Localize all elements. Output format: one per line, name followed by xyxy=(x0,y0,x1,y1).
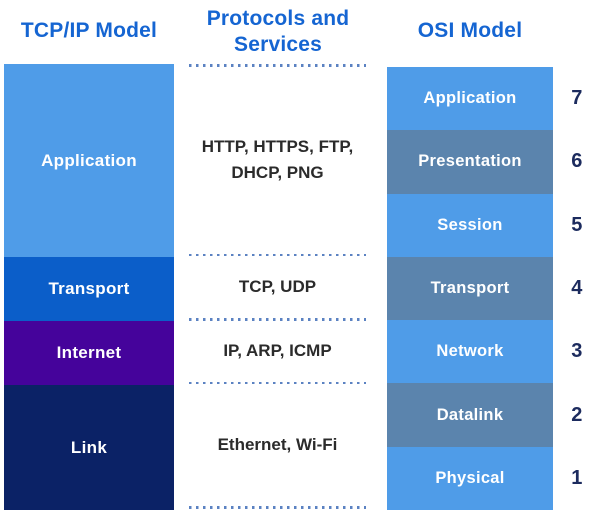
tcpip-layer-transport: Transport xyxy=(4,257,174,321)
tcpip-layer-link: Link xyxy=(4,385,174,510)
protocols-transport-layer: TCP, UDP xyxy=(189,256,366,318)
tcpip-layer-label: Link xyxy=(70,437,108,457)
protocols-text: IP, ARP, ICMP xyxy=(223,341,332,361)
tcpip-stack: Application Transport Internet Link xyxy=(4,64,174,510)
protocols-text: HTTP, HTTPS, FTP, DHCP, PNG xyxy=(201,136,354,183)
osi-layer-label: Session xyxy=(437,215,503,234)
tcpip-layer-label: Transport xyxy=(48,279,130,298)
osi-layer-application: Application 7 xyxy=(387,67,582,131)
osi-layer-label: Datalink xyxy=(436,405,504,424)
protocols-column-title: Protocols and Services xyxy=(206,7,350,57)
osi-layer-number: 4 xyxy=(571,276,583,299)
osi-column-title: OSI Model xyxy=(417,19,523,42)
dotted-divider xyxy=(189,253,366,257)
osi-layer-number: 2 xyxy=(571,403,583,426)
dotted-divider xyxy=(189,506,366,509)
tcpip-layer-application: Application xyxy=(4,64,174,257)
osi-layer-number: 5 xyxy=(571,213,583,236)
osi-layer-number: 6 xyxy=(571,150,583,173)
osi-layer-presentation: Presentation 6 xyxy=(387,130,582,194)
dotted-divider xyxy=(189,381,366,385)
osi-layer-transport: Transport 4 xyxy=(387,256,582,321)
osi-layer-network: Network 3 xyxy=(387,320,582,384)
osi-layer-label: Application xyxy=(423,89,517,108)
protocols-column: HTTP, HTTPS, FTP, DHCP, PNG TCP, UDP IP,… xyxy=(189,64,366,509)
osi-layer-number: 3 xyxy=(571,340,583,363)
protocols-application-layer: HTTP, HTTPS, FTP, DHCP, PNG xyxy=(189,67,366,254)
osi-layer-datalink: Datalink 2 xyxy=(387,383,582,447)
dotted-divider xyxy=(189,64,366,67)
osi-layer-number: 1 xyxy=(571,466,583,489)
osi-layer-session: Session 5 xyxy=(387,193,582,257)
tcpip-layer-label: Application xyxy=(41,150,137,170)
protocols-text: Ethernet, Wi-Fi xyxy=(217,435,338,455)
protocols-internet-layer: IP, ARP, ICMP xyxy=(189,321,366,382)
osi-layer-physical: Physical 1 xyxy=(387,446,582,510)
dotted-divider xyxy=(189,318,366,321)
tcpip-layer-internet: Internet xyxy=(4,321,174,385)
protocols-link-layer: Ethernet, Wi-Fi xyxy=(189,384,366,506)
osi-layer-number: 7 xyxy=(571,87,583,110)
tcpip-column-title: TCP/IP Model xyxy=(20,19,158,42)
osi-layer-label: Transport xyxy=(430,278,510,297)
osi-layer-label: Physical xyxy=(435,468,505,487)
protocols-text: TCP, UDP xyxy=(238,277,317,297)
osi-layer-label: Network xyxy=(436,342,504,361)
osi-layer-label: Presentation xyxy=(418,152,522,171)
tcpip-layer-label: Internet xyxy=(56,343,122,362)
osi-stack: Application 7 Presentation 6 Session 5 T… xyxy=(387,67,582,510)
